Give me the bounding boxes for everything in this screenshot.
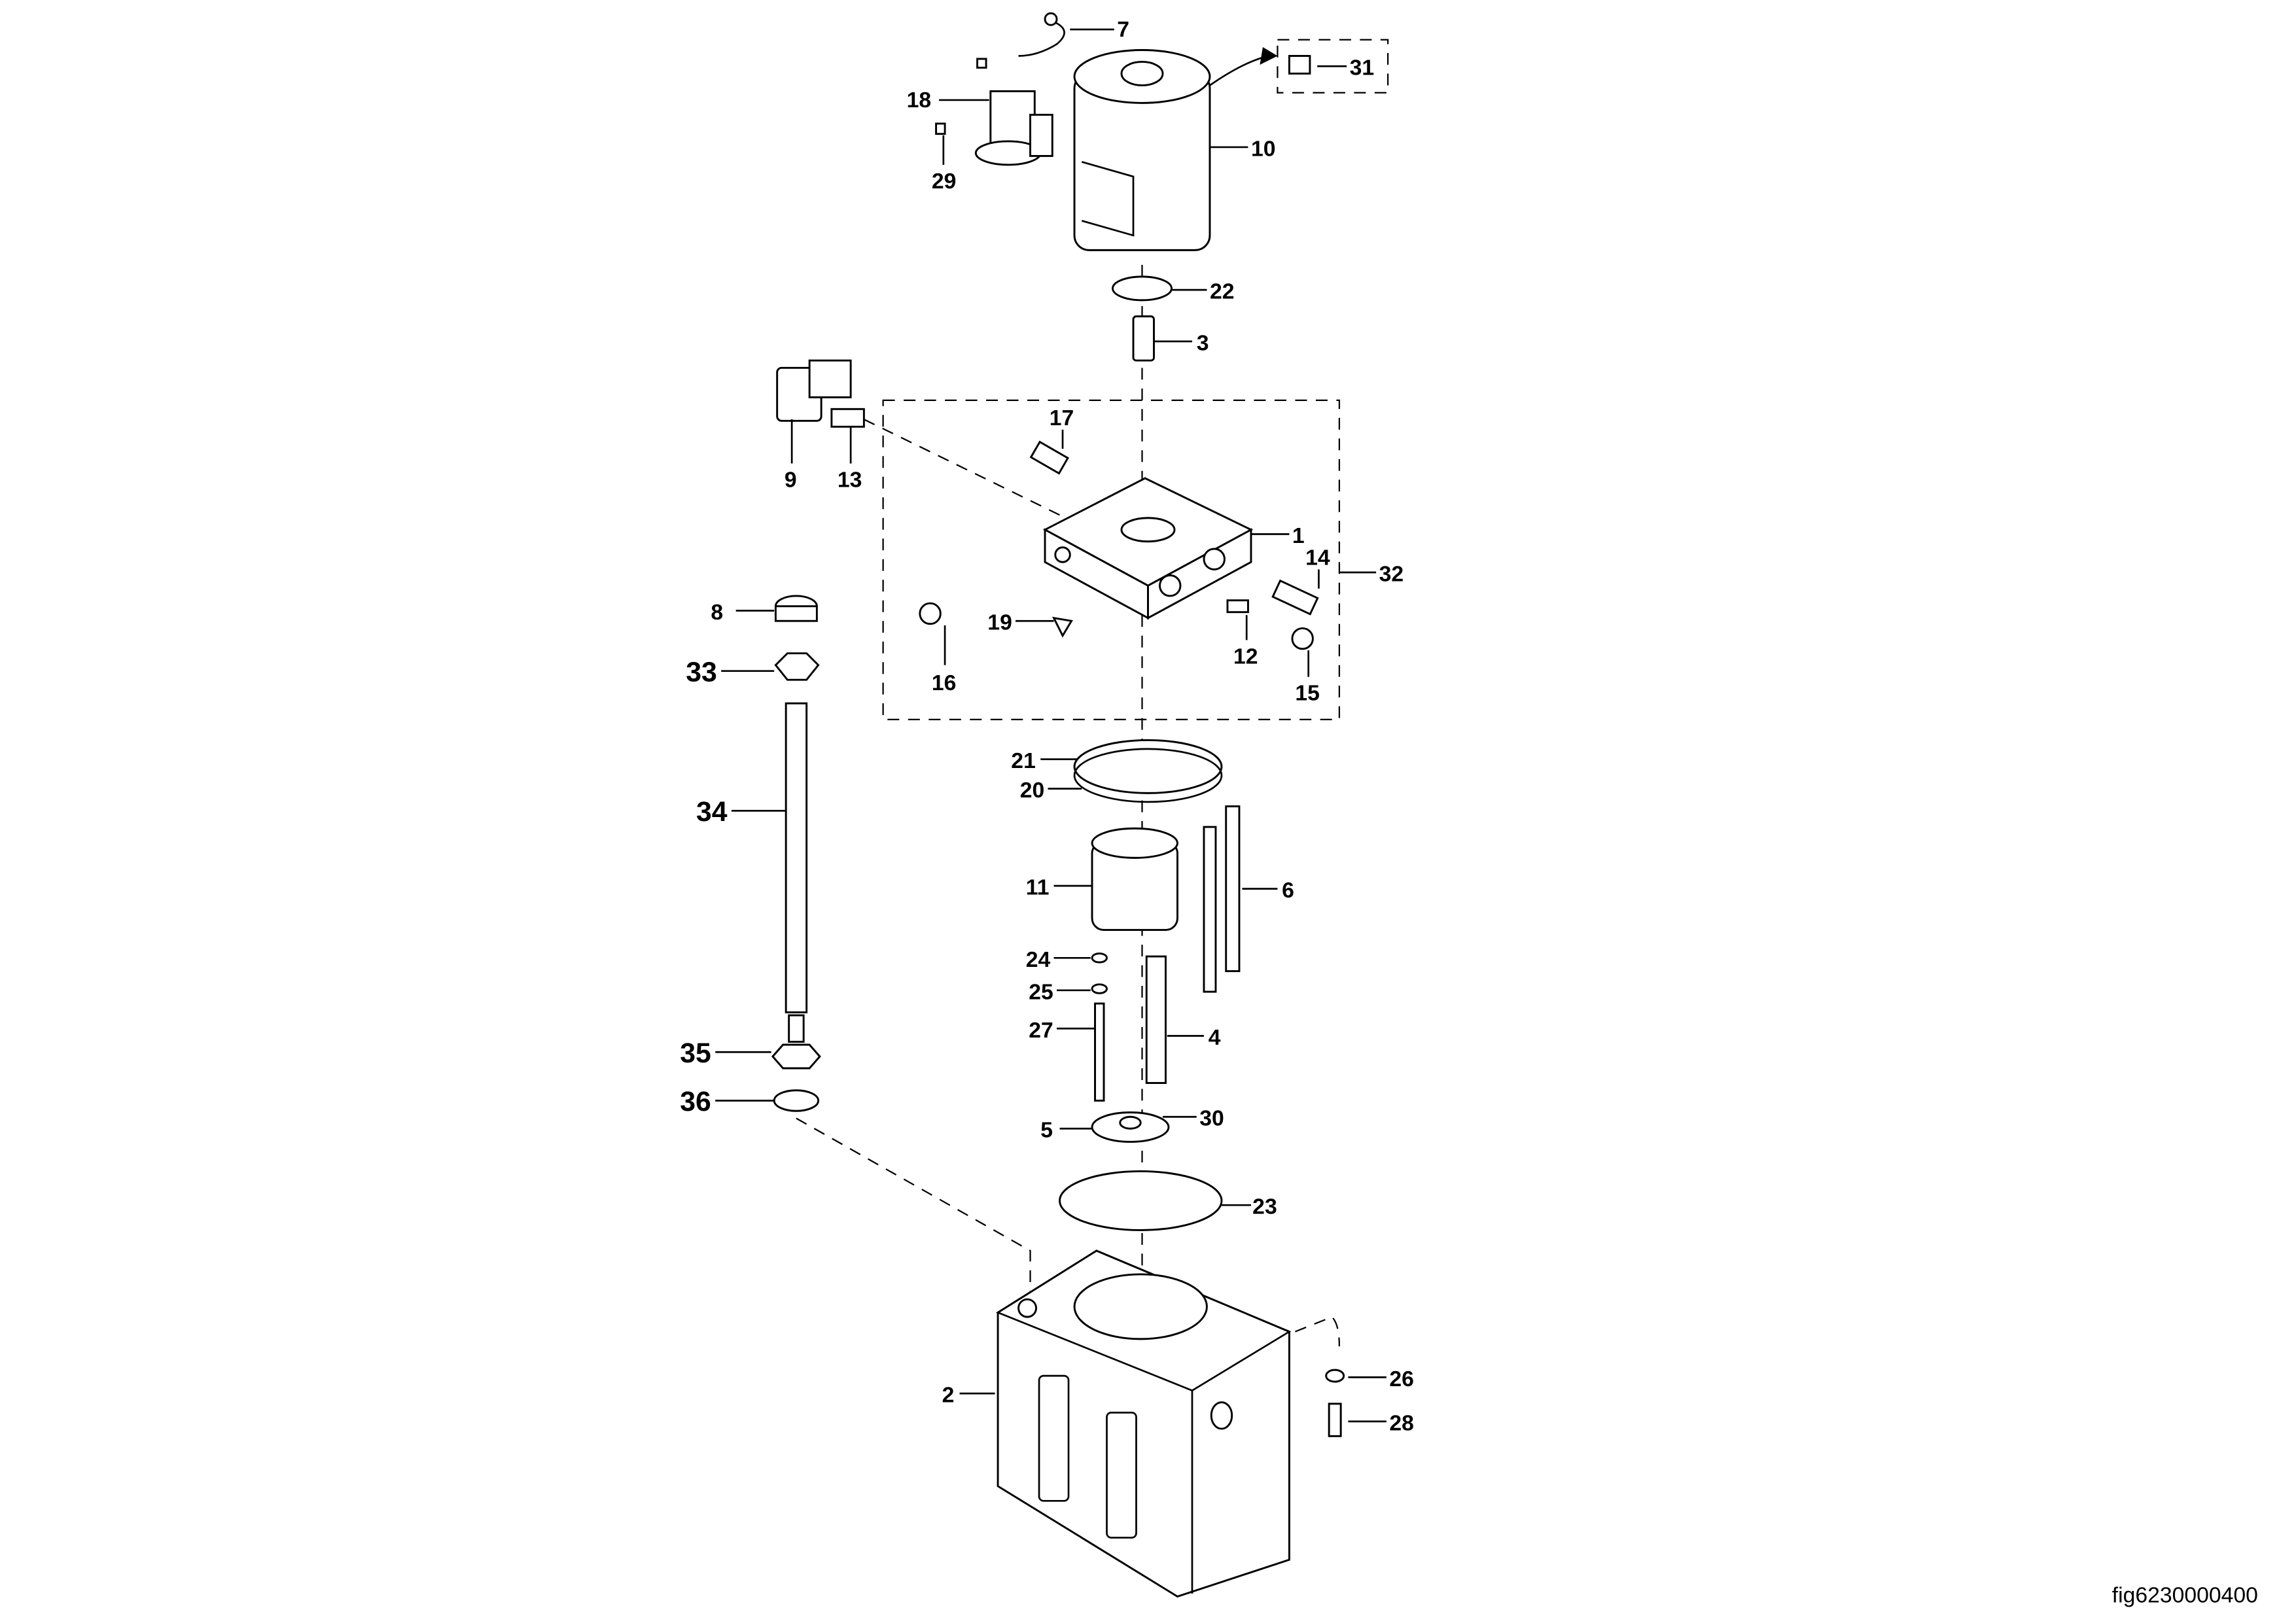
callout-9: 9 [785, 468, 797, 493]
screw-28 [1328, 1403, 1342, 1437]
washer-26 [1325, 1369, 1345, 1383]
callout-5: 5 [1040, 1118, 1053, 1143]
pump [1091, 827, 1178, 932]
callout-18: 18 [907, 88, 932, 113]
figure-id: fig6230000400 [2112, 1583, 2258, 1608]
seal-20 [1073, 748, 1223, 803]
callout-30: 30 [1199, 1106, 1224, 1131]
callout-20: 20 [1020, 778, 1045, 803]
manifold-group-box [882, 399, 1341, 721]
fitting-12 [1226, 599, 1249, 614]
seal-21 [1073, 739, 1223, 794]
callout-23: 23 [1252, 1195, 1277, 1219]
coupling [1132, 315, 1155, 362]
spare-part [1288, 55, 1311, 75]
solenoid-valve [776, 359, 1061, 516]
callout-12: 12 [1233, 644, 1258, 669]
callout-15: 15 [1295, 681, 1320, 706]
callout-14: 14 [1305, 546, 1330, 570]
tube-4 [1145, 955, 1167, 1084]
callout-2: 2 [942, 1383, 955, 1408]
callout-31: 31 [1350, 56, 1375, 80]
callout-6: 6 [1282, 878, 1294, 903]
leader-lines [715, 28, 1386, 1423]
callout-3: 3 [1197, 330, 1209, 355]
callout-28: 28 [1389, 1410, 1414, 1435]
tank [996, 1249, 1341, 1598]
fitting-17 [1029, 440, 1069, 475]
callout-33: 33 [686, 656, 717, 688]
callout-35: 35 [680, 1038, 711, 1069]
motor [1073, 46, 1278, 251]
callout-16: 16 [932, 671, 957, 695]
callout-32: 32 [1379, 561, 1404, 586]
washer-24 [1091, 952, 1108, 964]
callout-25: 25 [1029, 979, 1053, 1004]
callout-17: 17 [1050, 406, 1074, 430]
nut-30 [1119, 1115, 1142, 1130]
fitting-14 [1271, 579, 1319, 616]
tube-6a [1203, 826, 1217, 993]
callout-13: 13 [838, 468, 862, 493]
arrow-to-spare [1209, 55, 1269, 86]
cable [1018, 20, 1065, 57]
plug-15 [1291, 627, 1314, 650]
level-tube-assembly [771, 595, 1031, 1310]
callout-7: 7 [1117, 17, 1129, 42]
callout-26: 26 [1389, 1367, 1414, 1391]
washer-25 [1091, 983, 1108, 994]
spare-part-box [1277, 39, 1389, 94]
hose-clamp [1059, 1170, 1223, 1231]
part-19 [1051, 616, 1073, 638]
callout-34: 34 [696, 796, 728, 828]
bolt-27 [1094, 1002, 1105, 1102]
manifold-block [1042, 477, 1254, 620]
callout-19: 19 [987, 610, 1012, 635]
tube-6b [1225, 805, 1241, 973]
plug-16 [919, 602, 942, 625]
solenoid [935, 58, 1053, 166]
callout-24: 24 [1026, 947, 1051, 972]
callout-29: 29 [932, 169, 957, 194]
callout-22: 22 [1210, 279, 1235, 304]
callout-4: 4 [1209, 1025, 1221, 1050]
callout-10: 10 [1251, 136, 1276, 161]
callout-8: 8 [711, 600, 723, 625]
callout-11: 11 [1026, 875, 1050, 900]
callout-21: 21 [1011, 748, 1036, 773]
callout-1: 1 [1292, 523, 1305, 548]
callout-36: 36 [680, 1086, 711, 1117]
o-ring [1112, 275, 1173, 302]
callout-27: 27 [1029, 1018, 1053, 1043]
